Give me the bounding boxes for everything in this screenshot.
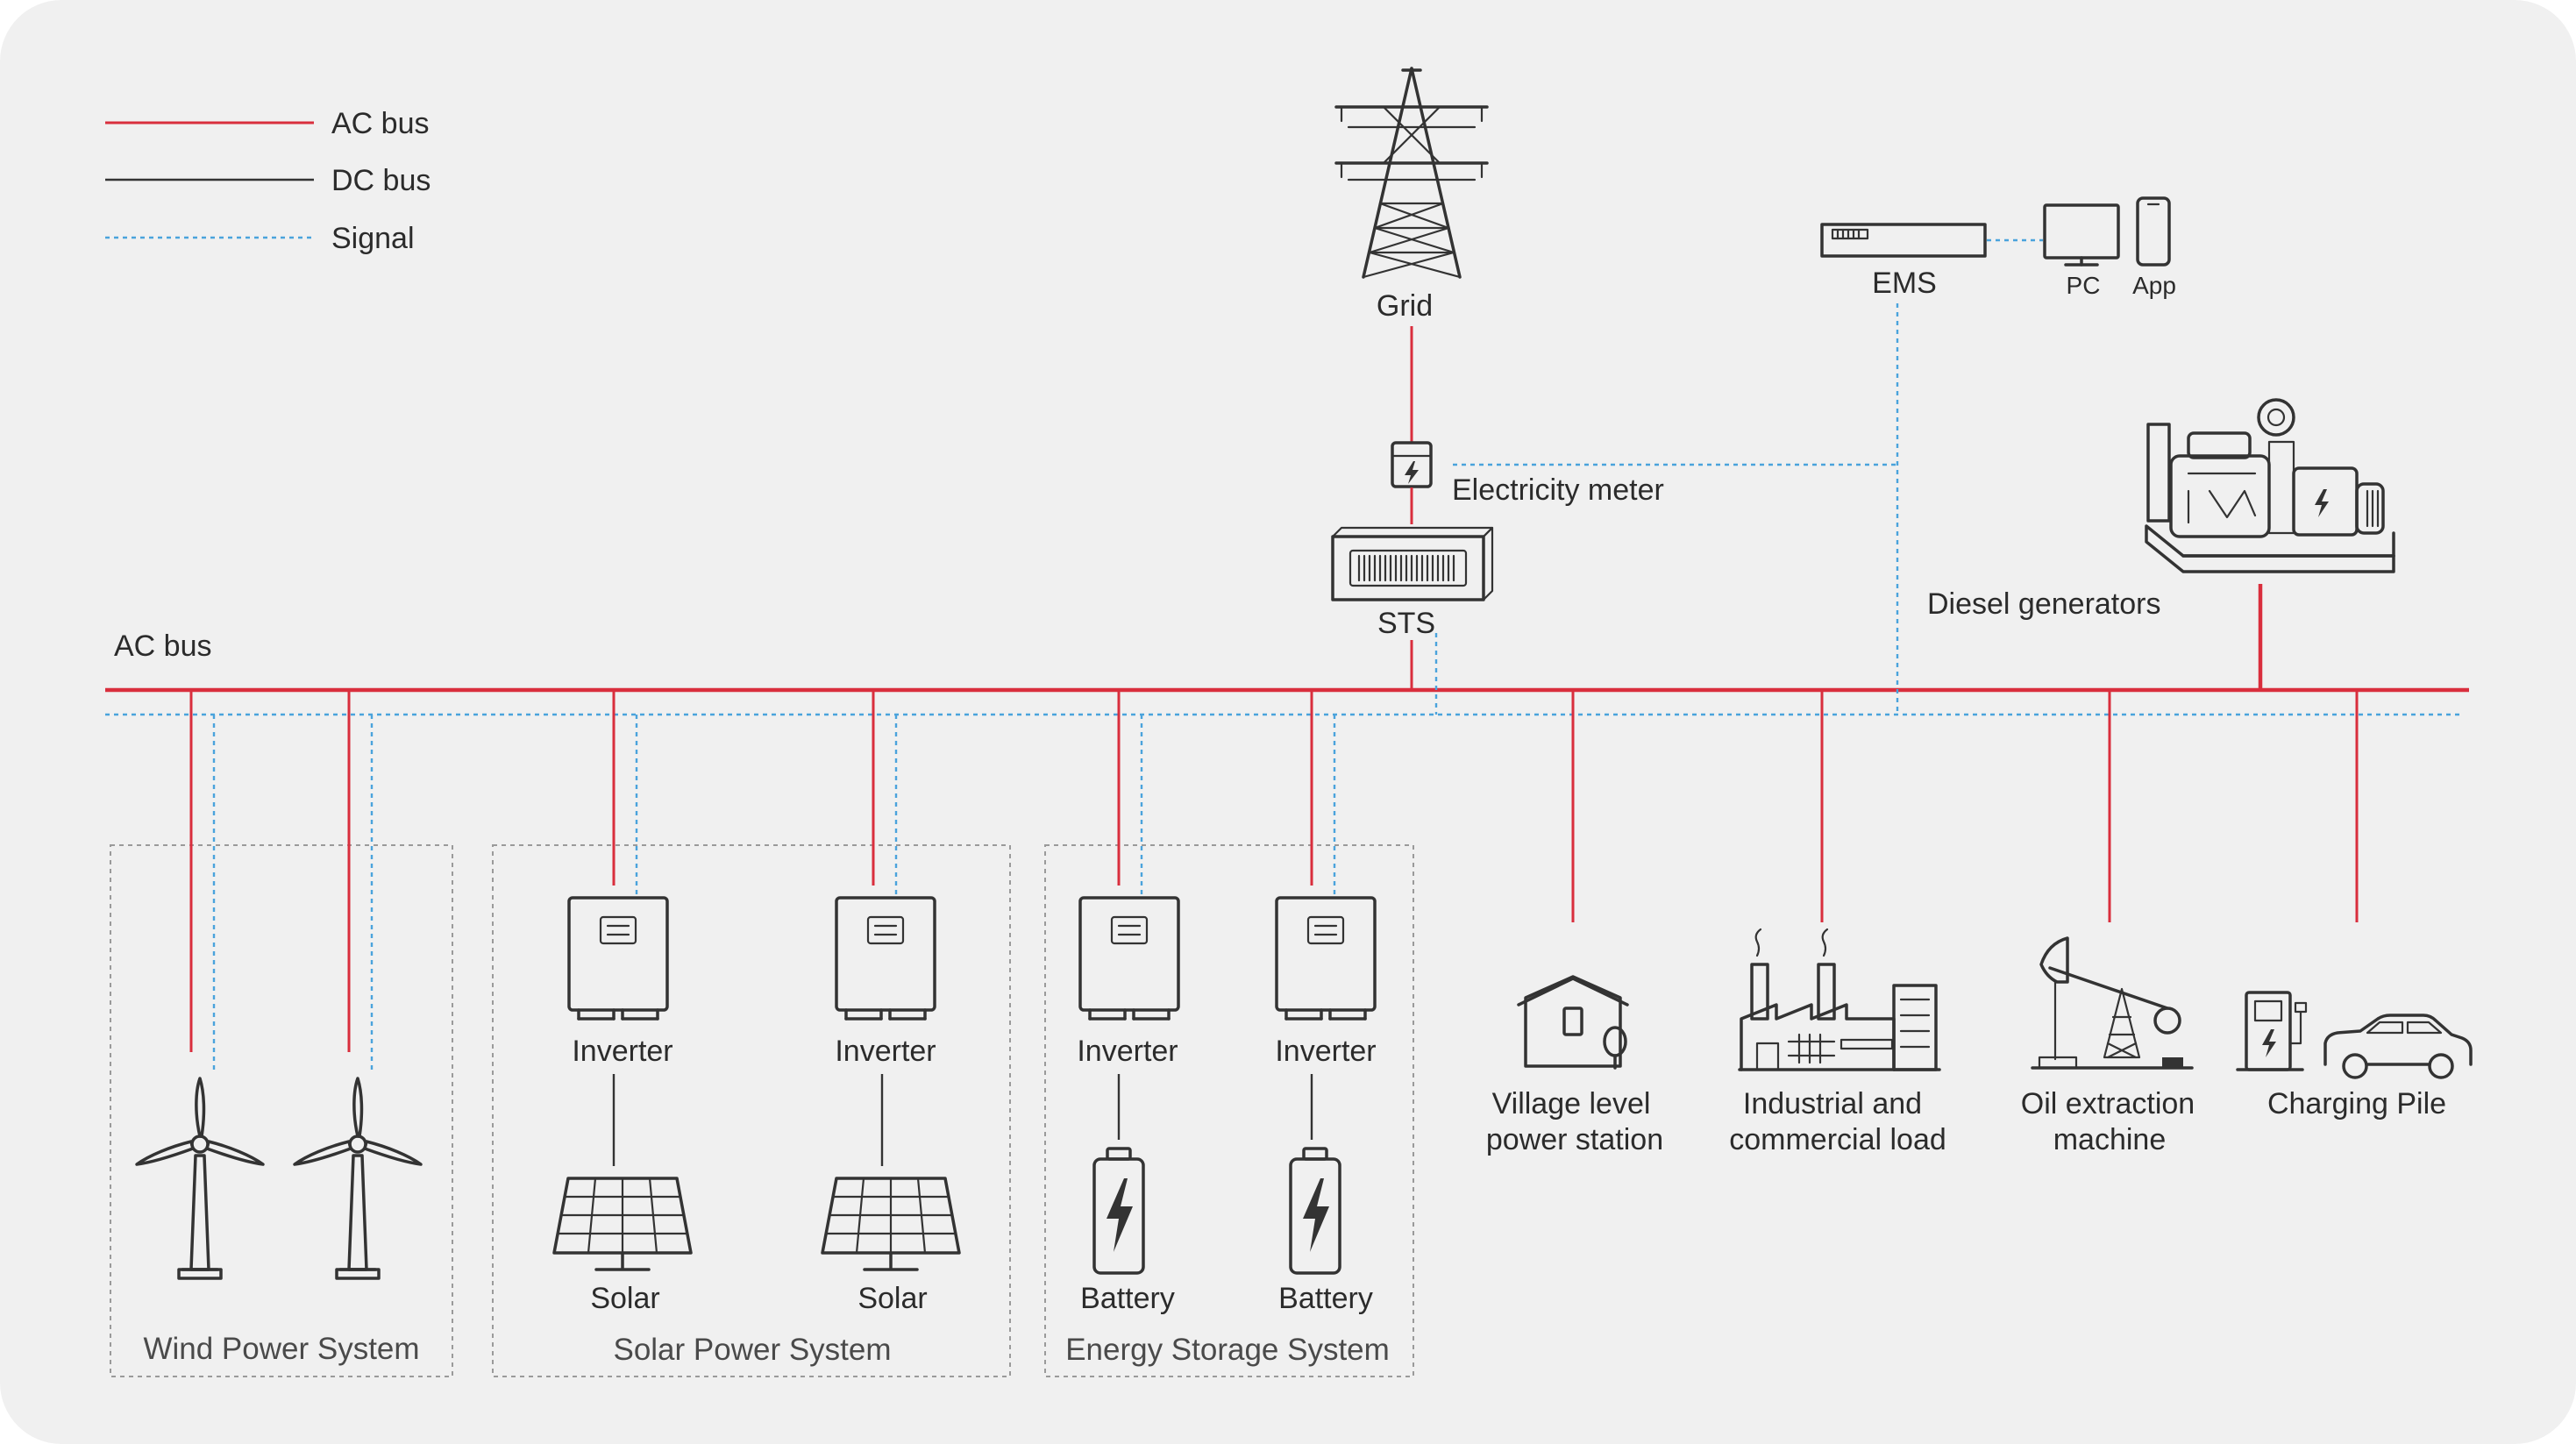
oil-label-line2: machine (2053, 1123, 2167, 1156)
battery-1-label: Battery (1080, 1282, 1175, 1315)
car-icon (2323, 1014, 2473, 1079)
solar-group-label: Solar Power System (613, 1333, 891, 1367)
sts-cabinet-icon (1331, 526, 1494, 601)
transmission-tower-icon (1334, 67, 1489, 279)
storage-inverter-2-label: Inverter (1275, 1035, 1376, 1068)
legend-ac-label: AC bus (331, 107, 430, 140)
factory-icon (1738, 928, 1941, 1071)
grid-label: Grid (1377, 289, 1433, 323)
solar-system-box (492, 844, 1011, 1377)
solar-1-label: Solar (590, 1282, 659, 1315)
diesel-generator-icon (2145, 398, 2395, 573)
meter-icon (1391, 441, 1433, 488)
phone-icon (2136, 196, 2171, 267)
storage-system-box (1044, 844, 1414, 1377)
village-label-line2: power station (1486, 1123, 1663, 1156)
oil-label-line1: Oil extraction (2021, 1087, 2195, 1120)
charging-pile-icon (2236, 991, 2308, 1071)
house-icon (1517, 975, 1629, 1070)
legend-signal-label: Signal (331, 222, 415, 255)
storage-group-label: Energy Storage System (1065, 1333, 1390, 1367)
ac-bus-label: AC bus (114, 630, 212, 663)
wind-system-box (110, 844, 453, 1377)
battery-2-label: Battery (1278, 1282, 1373, 1315)
sts-label: STS (1377, 607, 1435, 640)
ems-label: EMS (1872, 267, 1937, 300)
pc-monitor-icon (2043, 203, 2120, 267)
solar-2-label: Solar (857, 1282, 927, 1315)
legend-dc-label: DC bus (331, 164, 431, 197)
charging-label: Charging Pile (2267, 1087, 2446, 1120)
solar-inverter-2-label: Inverter (835, 1035, 936, 1068)
village-label-line1: Village level (1492, 1087, 1651, 1120)
solar-inverter-1-label: Inverter (572, 1035, 672, 1068)
storage-inverter-1-label: Inverter (1077, 1035, 1178, 1068)
oil-pump-icon (2031, 936, 2194, 1070)
legend: AC bus DC bus Signal (105, 107, 431, 255)
pc-label: PC (2067, 272, 2101, 299)
industrial-label-line1: Industrial and (1743, 1087, 1922, 1120)
wind-group-label: Wind Power System (143, 1332, 419, 1366)
ems-unit-icon (1820, 223, 1987, 258)
app-label: App (2132, 272, 2176, 299)
industrial-label-line2: commercial load (1729, 1123, 1946, 1156)
electricity-meter-label: Electricity meter (1452, 473, 1664, 507)
diesel-generators-label: Diesel generators (1927, 587, 2160, 621)
